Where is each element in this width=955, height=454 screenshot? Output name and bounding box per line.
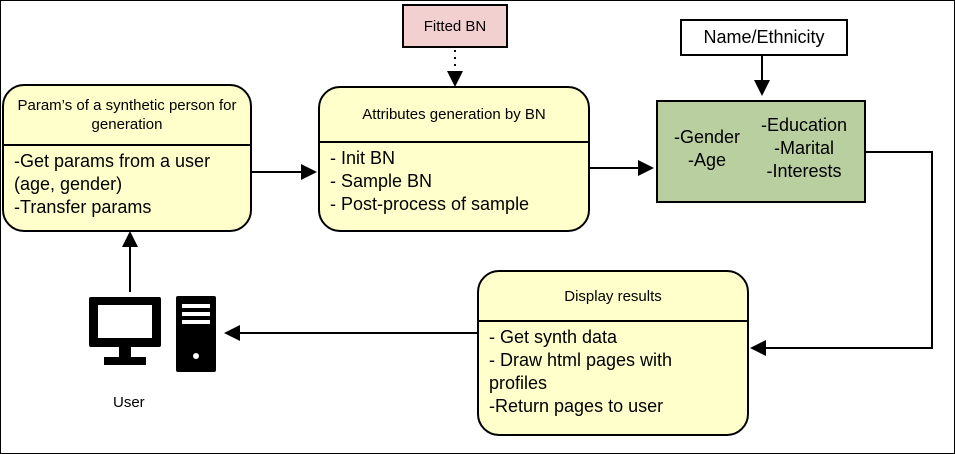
fitted-bn-node: Fitted BN — [402, 4, 508, 48]
attributes-line: - Init BN — [330, 148, 396, 168]
output-left-column: -Gender -Age — [674, 126, 740, 172]
display-line: profiles — [489, 373, 548, 393]
attributes-body: - Init BN - Sample BN - Post-process of … — [320, 143, 588, 230]
output-attr: -Gender — [674, 127, 741, 147]
attributes-title: Attributes generation by BN — [320, 88, 588, 143]
params-line: -Transfer params — [14, 197, 152, 217]
display-line: - Draw html pages with — [489, 350, 673, 370]
display-line: - Get synth data — [489, 327, 618, 347]
display-line: -Return pages to user — [489, 396, 664, 416]
params-node: Param’s of a synthetic person for genera… — [2, 84, 252, 232]
attributes-line: - Post-process of sample — [330, 194, 530, 214]
attributes-node: Attributes generation by BN - Init BN - … — [318, 86, 590, 232]
output-attributes-node: -Gender -Age -Education -Marital -Intere… — [656, 100, 866, 203]
display-body: - Get synth data - Draw html pages with … — [479, 322, 747, 434]
fitted-bn-label: Fitted BN — [423, 17, 487, 35]
attributes-line: - Sample BN — [330, 171, 433, 191]
output-attr: -Interests — [766, 161, 842, 181]
params-line: (age, gender) — [14, 174, 123, 194]
display-title: Display results — [479, 272, 747, 322]
params-line: -Get params from a user — [14, 151, 211, 171]
desktop-computer-icon — [89, 296, 216, 372]
params-body: -Get params from a user (age, gender) -T… — [4, 146, 250, 230]
output-attr: -Education — [761, 115, 848, 135]
name-ethnicity-node: Name/Ethnicity — [680, 19, 848, 56]
arrow-output-to-display — [750, 151, 933, 356]
display-results-node: Display results - Get synth data - Draw … — [477, 270, 749, 436]
output-right-column: -Education -Marital -Interests — [761, 114, 847, 183]
output-attr: -Marital — [774, 138, 835, 158]
user-label: User — [113, 394, 145, 411]
name-ethnicity-label: Name/Ethnicity — [703, 27, 825, 47]
params-title: Param’s of a synthetic person for genera… — [4, 86, 250, 146]
output-attr: -Age — [688, 150, 727, 170]
